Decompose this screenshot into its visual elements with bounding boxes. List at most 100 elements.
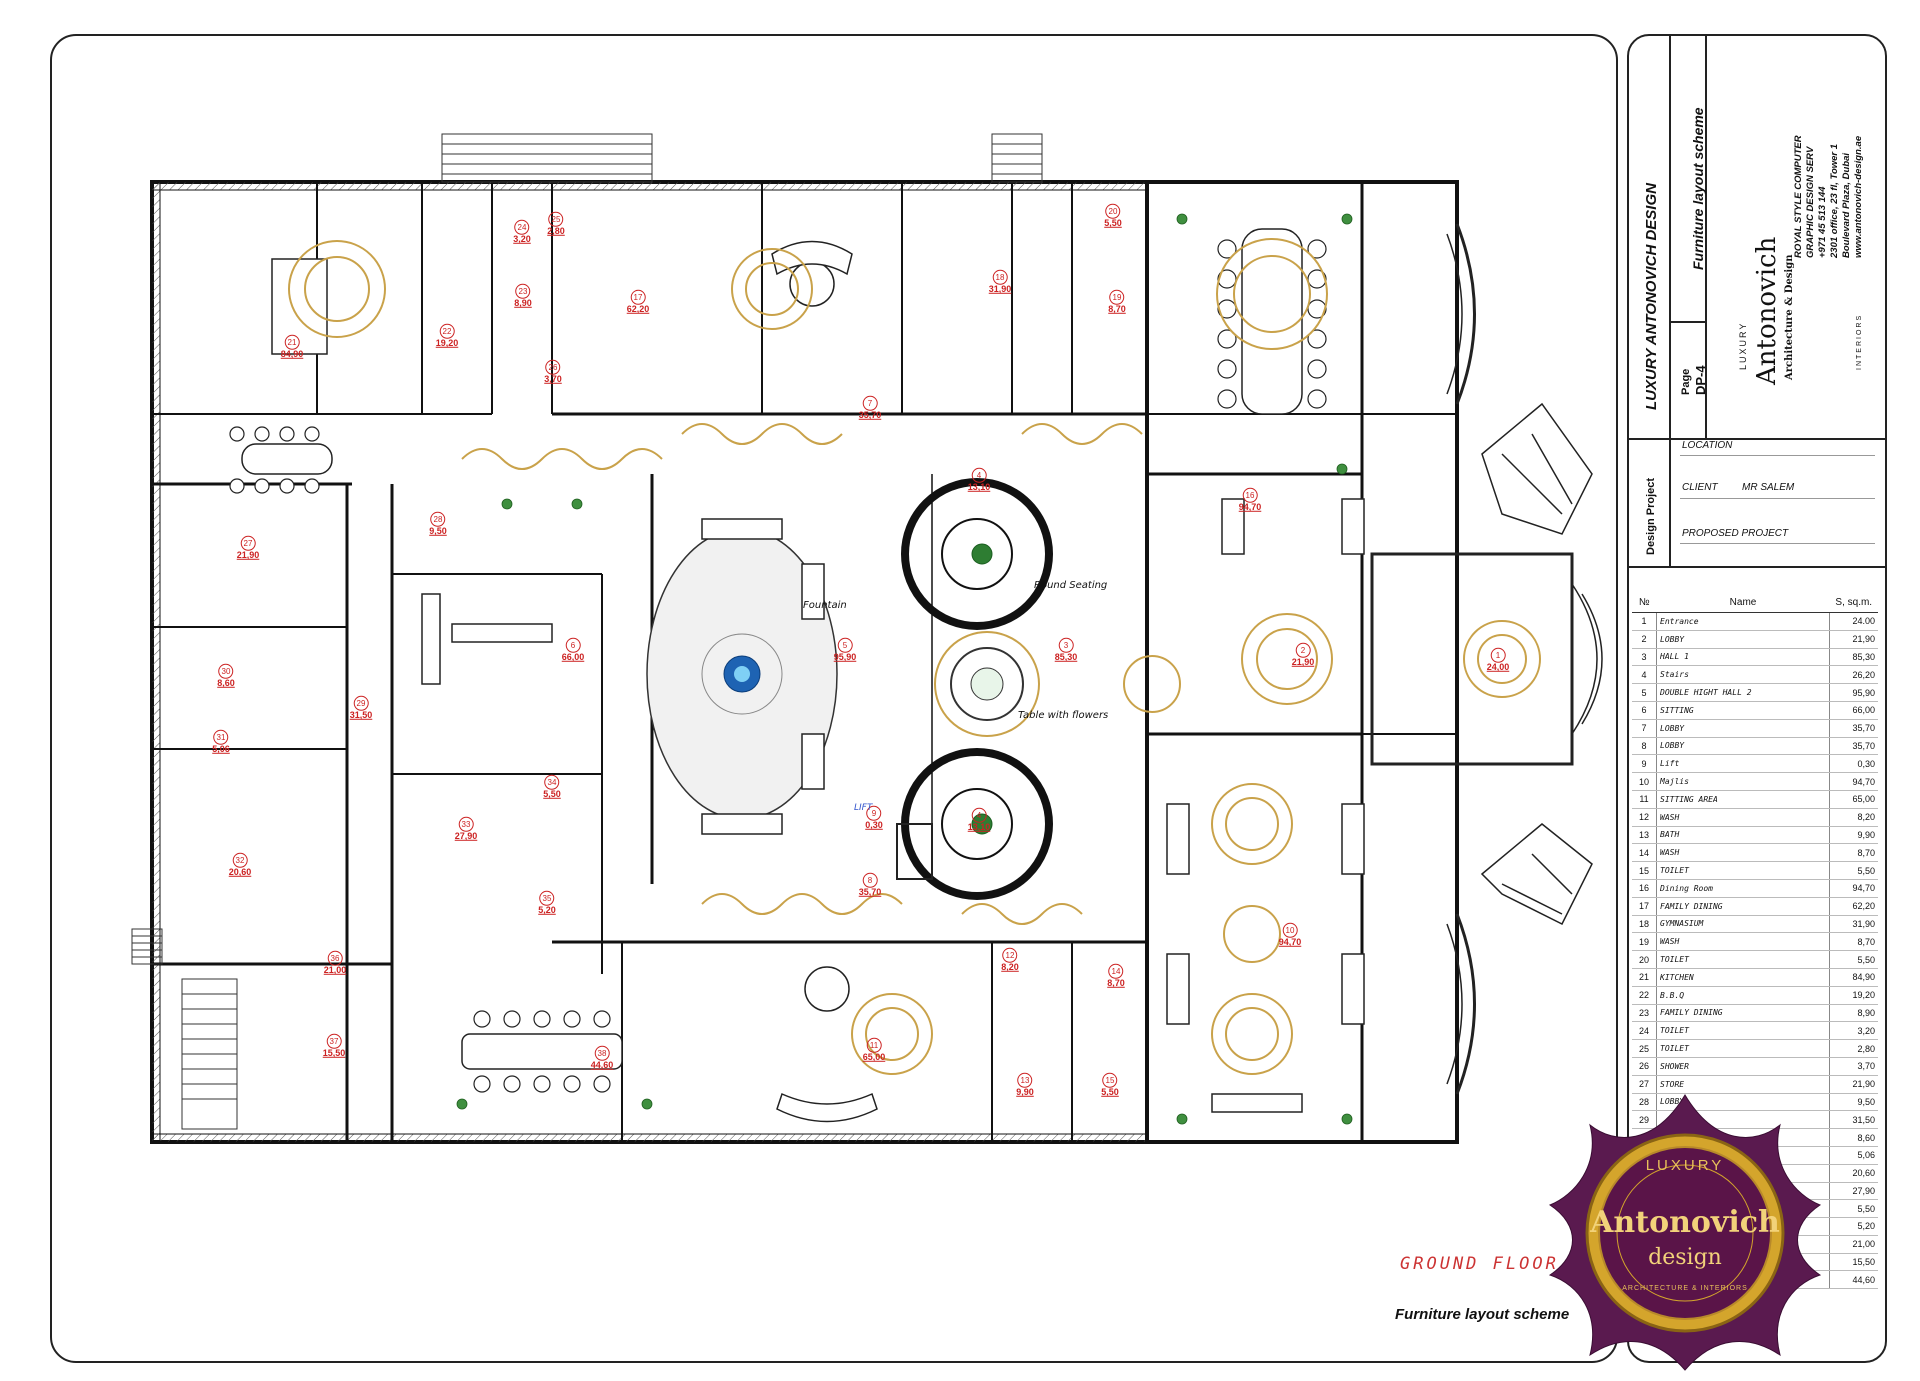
- logo-small-top: LUXURY: [1738, 321, 1748, 370]
- room-area: 13,10: [967, 481, 991, 492]
- room-area: 8,90: [514, 297, 532, 308]
- room-number: 7: [862, 395, 878, 411]
- row-area: 5,50: [1829, 861, 1878, 880]
- room-area: 20,60: [228, 866, 252, 877]
- row-area: 0,30: [1829, 754, 1878, 774]
- row-name: Entrance: [1656, 612, 1830, 631]
- floor-label: GROUND FLOOR: [1400, 1254, 1559, 1274]
- row-name: STORE: [1656, 1075, 1830, 1094]
- row-area: 95,90: [1829, 683, 1878, 702]
- row-name: Lift: [1656, 754, 1830, 774]
- room-area: 24,00: [1486, 661, 1510, 672]
- row-number: 29: [1632, 1110, 1657, 1130]
- room-number: 9: [866, 805, 882, 821]
- row-area: 5,06: [1829, 1146, 1878, 1165]
- page-number: DP-4: [1693, 365, 1708, 395]
- room-area: 21,90: [1291, 656, 1315, 667]
- row-number: 1: [1632, 612, 1657, 631]
- room-number: 33: [458, 816, 474, 832]
- room-area: 2,80: [547, 225, 565, 236]
- row-name: LOBBY: [1656, 630, 1830, 649]
- contact-line-2: GRAPHIC DESIGN SERV: [1805, 146, 1816, 258]
- row-name: WASH: [1656, 843, 1830, 863]
- room-number: 25: [548, 211, 564, 227]
- row-area: 27,90: [1829, 1182, 1878, 1201]
- room-area: 21,00: [323, 964, 347, 975]
- contact-line-4: 2301 office, 23 fl, Tower 1: [1829, 143, 1840, 258]
- row-area: 35,70: [1829, 737, 1878, 756]
- room-area: 66,00: [561, 651, 585, 662]
- client-label: CLIENT: [1682, 482, 1718, 493]
- room-area: 9,50: [429, 525, 447, 536]
- row-number: 4: [1632, 665, 1657, 685]
- contact-line-5: Boulevard Plaza, Dubai: [1841, 152, 1852, 258]
- page-label: Page: [1680, 368, 1692, 395]
- room-area: 5,20: [538, 904, 556, 915]
- row-name: LOBBY: [1656, 737, 1830, 756]
- room-number: 37: [326, 1033, 342, 1049]
- row-area: 21,90: [1829, 1075, 1878, 1094]
- row-name: LOBBY: [1656, 719, 1830, 738]
- room-area: 27,90: [454, 830, 478, 841]
- row-area: 3,70: [1829, 1057, 1878, 1076]
- logo-small-name: Antonovich: [1752, 236, 1782, 385]
- row-area: 15,50: [1829, 1253, 1878, 1272]
- badge-name-text: Antonovich: [1590, 1205, 1780, 1240]
- room-number: 29: [353, 695, 369, 711]
- proposed-project-label: PROPOSED PROJECT: [1682, 528, 1789, 539]
- row-number: 13: [1632, 826, 1657, 845]
- row-area: 20,60: [1829, 1164, 1878, 1183]
- room-number: 19: [1109, 289, 1125, 305]
- row-area: 94,70: [1829, 772, 1878, 791]
- room-number: 27: [240, 535, 256, 551]
- room-area: 31,50: [349, 709, 373, 720]
- room-area: 3,20: [513, 233, 531, 244]
- row-area: 66,00: [1829, 701, 1878, 720]
- row-number: 19: [1632, 932, 1657, 952]
- row-area: 62,20: [1829, 897, 1878, 916]
- room-number: 10: [1282, 922, 1298, 938]
- room-number: 20: [1105, 203, 1121, 219]
- client-value: MR SALEM: [1742, 482, 1795, 493]
- room-area: 95,90: [833, 651, 857, 662]
- row-name: GYMNASIUM: [1656, 915, 1830, 934]
- row-area: 5,50: [1829, 1199, 1878, 1219]
- row-name: Stairs: [1656, 665, 1830, 685]
- drawing-sheet-border: [50, 34, 1618, 1363]
- row-number: 10: [1632, 772, 1657, 791]
- row-area: 9,90: [1829, 826, 1878, 845]
- row-name: SHOWER: [1656, 1057, 1830, 1076]
- note-round-seating: Round Seating: [1034, 580, 1108, 591]
- room-number: 4: [971, 467, 987, 483]
- room-number: 3: [1058, 637, 1074, 653]
- row-area: 8,20: [1829, 808, 1878, 827]
- table-header-area: S, sq.m.: [1829, 592, 1878, 613]
- room-area: 21,90: [236, 549, 260, 560]
- room-number: 6: [565, 637, 581, 653]
- row-number: 26: [1632, 1057, 1657, 1076]
- room-area: 0,30: [865, 819, 883, 830]
- row-number: 24: [1632, 1021, 1657, 1041]
- row-number: 28: [1632, 1093, 1657, 1112]
- room-area: 85,30: [1054, 651, 1078, 662]
- room-number: 31: [213, 729, 229, 745]
- row-number: 25: [1632, 1039, 1657, 1058]
